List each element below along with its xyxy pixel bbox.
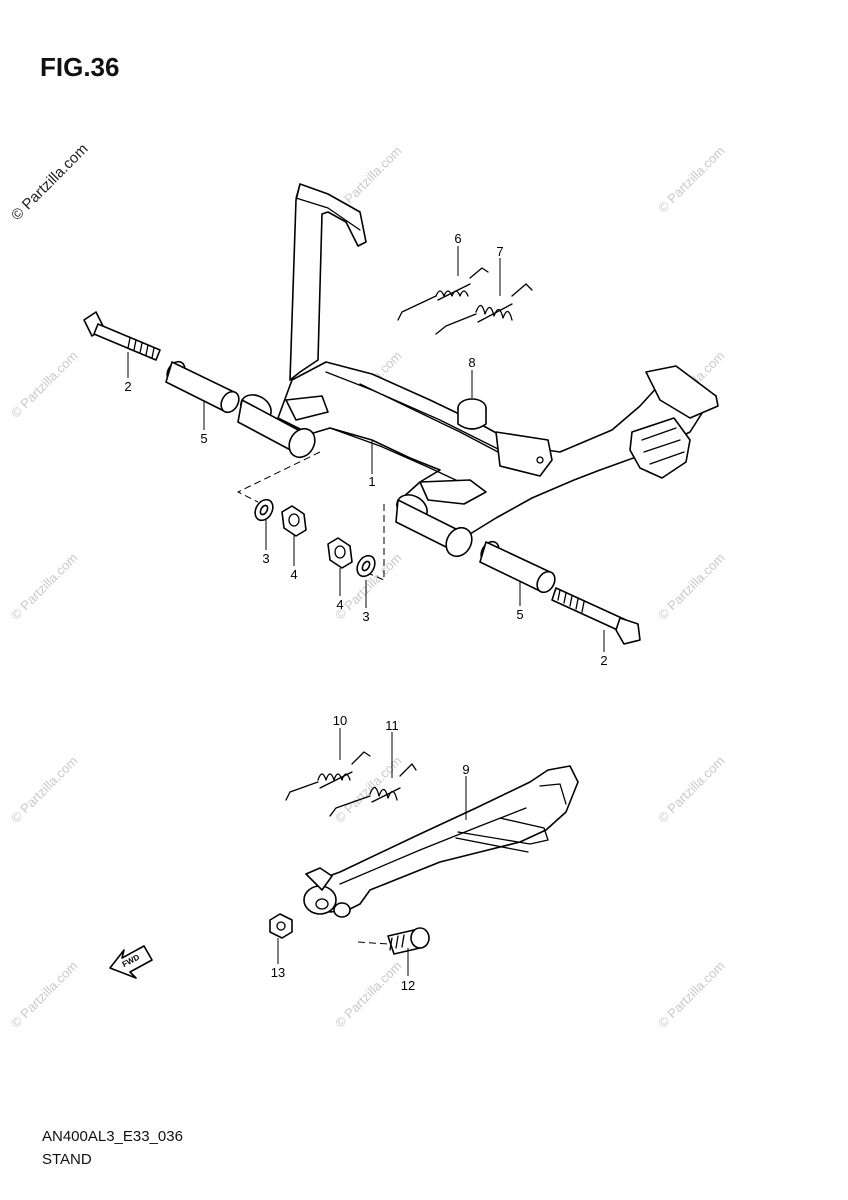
assembly-line <box>369 504 385 581</box>
callout-12: 12 <box>401 978 415 993</box>
callout-11: 11 <box>385 718 399 733</box>
callout-13: 13 <box>271 965 285 980</box>
stopper-rubber[interactable] <box>457 398 487 430</box>
callout-2: 2 <box>124 379 131 394</box>
side-stand-part[interactable] <box>303 765 579 918</box>
collar-right[interactable] <box>478 538 559 595</box>
assembly-line <box>236 451 321 503</box>
callout-1: 1 <box>368 474 375 489</box>
callout-10: 10 <box>333 713 347 728</box>
callout-3: 3 <box>362 609 369 624</box>
spring-11[interactable] <box>329 763 417 817</box>
diagram-name: STAND <box>42 1151 92 1168</box>
collar-left[interactable] <box>164 358 243 415</box>
spring-10[interactable] <box>285 751 371 801</box>
side-stand-nut[interactable] <box>269 913 293 939</box>
callout-4: 4 <box>290 567 297 582</box>
callout-5: 5 <box>200 431 207 446</box>
assembly-line <box>357 941 389 945</box>
spring-6[interactable] <box>397 267 489 321</box>
main-stand-part[interactable] <box>236 183 719 561</box>
pivot-bolt-right[interactable] <box>551 587 641 645</box>
washer-left[interactable] <box>252 496 277 523</box>
callout-2: 2 <box>600 653 607 668</box>
pivot-bolt-left[interactable] <box>83 311 161 361</box>
figure-title: FIG.36 <box>40 52 120 82</box>
callout-6: 6 <box>454 231 461 246</box>
callout-4: 4 <box>336 597 343 612</box>
callout-3: 3 <box>262 551 269 566</box>
leader-lines <box>127 246 605 976</box>
callout-9: 9 <box>462 762 469 777</box>
washer-right[interactable] <box>354 552 379 579</box>
callout-5: 5 <box>516 607 523 622</box>
nut-left[interactable] <box>281 505 307 537</box>
side-stand-bolt[interactable] <box>387 927 430 955</box>
callout-7: 7 <box>496 244 503 259</box>
spring-7[interactable] <box>435 283 533 335</box>
forward-arrow-icon: FWD <box>109 945 153 979</box>
callout-8: 8 <box>468 355 475 370</box>
nut-right[interactable] <box>327 537 353 569</box>
diagram-code: AN400AL3_E33_036 <box>42 1128 183 1145</box>
